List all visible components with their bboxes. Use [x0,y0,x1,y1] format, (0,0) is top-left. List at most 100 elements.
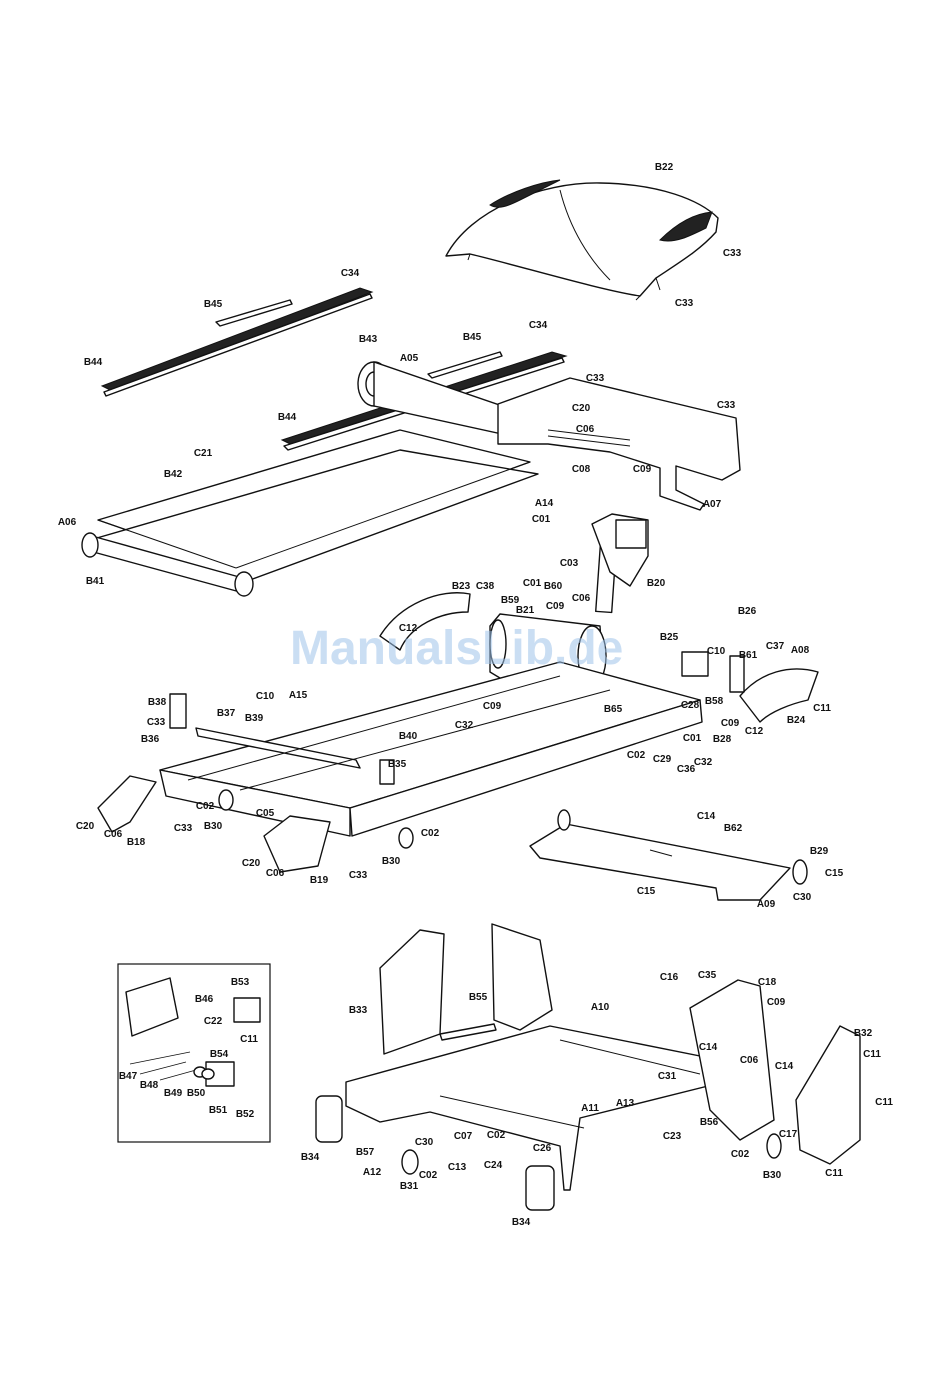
part-label-c20: C20 [572,403,591,414]
part-label-a05: A05 [400,353,419,364]
part-label-a07: A07 [703,499,722,510]
part-label-c05: C05 [256,808,275,819]
part-label-b28: B28 [713,734,732,745]
part-label-c14: C14 [699,1042,718,1053]
part-label-b35: B35 [388,759,407,770]
part-label-c09: C09 [633,464,652,475]
part-label-b18: B18 [127,837,146,848]
part-label-b30: B30 [382,856,401,867]
part-label-c32: C32 [455,720,474,731]
part-label-b38: B38 [148,697,167,708]
motor-base-plate [497,377,741,511]
part-label-c11: C11 [813,703,831,714]
part-label-c33: C33 [675,298,694,309]
part-label-b29: B29 [810,846,829,857]
part-label-c11: C11 [825,1168,843,1179]
part-label-c09: C09 [546,601,565,612]
part-label-c09: C09 [483,701,502,712]
part-label-a15: A15 [289,690,308,701]
part-label-b57: B57 [356,1147,375,1158]
part-label-b53: B53 [231,977,250,988]
part-label-b21: B21 [516,605,535,616]
part-label-b31: B31 [400,1181,419,1192]
part-label-b19: B19 [310,875,329,886]
part-label-c15: C15 [825,868,844,879]
part-label-b47: B47 [119,1071,138,1082]
part-label-c07: C07 [454,1131,473,1142]
part-label-c12: C12 [745,726,764,737]
part-label-c10: C10 [707,646,726,657]
watermark: ManualsLib.de [290,622,623,675]
rear-leg-tube [529,809,808,901]
part-label-b25: B25 [660,632,679,643]
part-label-c09: C09 [721,718,740,729]
part-label-a06: A06 [58,517,77,528]
part-label-a10: A10 [591,1002,610,1013]
part-label-b36: B36 [141,734,160,745]
main-frame [159,661,703,837]
part-label-c14: C14 [697,811,716,822]
part-label-c02: C02 [731,1149,750,1160]
part-label-c18: C18 [758,977,777,988]
part-label-b51: B51 [209,1105,228,1116]
part-label-c02: C02 [421,828,440,839]
part-label-b32: B32 [854,1028,873,1039]
part-label-c34: C34 [341,268,360,279]
part-label-c31: C31 [658,1071,677,1082]
part-label-c34: C34 [529,320,548,331]
part-label-c16: C16 [660,972,679,983]
part-label-c38: C38 [476,581,495,592]
part-label-c06: C06 [740,1055,759,1066]
part-label-b56: B56 [700,1117,719,1128]
part-label-c20: C20 [76,821,95,832]
part-label-b39: B39 [245,713,264,724]
part-label-c03: C03 [560,558,579,569]
part-label-b59: B59 [501,595,520,606]
part-label-c02: C02 [196,801,215,812]
part-label-b52: B52 [236,1109,255,1120]
part-label-c01: C01 [523,578,542,589]
part-label-b49: B49 [164,1088,183,1099]
part-label-c24: C24 [484,1160,503,1171]
part-label-c33: C33 [717,400,736,411]
part-label-a11: A11 [581,1103,599,1114]
part-label-c23: C23 [663,1131,682,1142]
part-label-a08: A08 [791,645,810,656]
part-label-c08: C08 [572,464,591,475]
part-label-b34: B34 [301,1152,320,1163]
part-label-c33: C33 [147,717,166,728]
part-label-c11: C11 [875,1097,893,1108]
part-label-b55: B55 [469,992,488,1003]
part-label-c01: C01 [683,733,702,744]
motor-hood [445,179,719,301]
part-label-c29: C29 [653,754,672,765]
part-label-c37: C37 [766,641,785,652]
part-label-b65: B65 [604,704,623,715]
part-label-c09: C09 [767,997,786,1008]
part-label-b40: B40 [399,731,418,742]
part-label-c06: C06 [576,424,595,435]
part-label-b61: B61 [739,650,758,661]
part-label-b23: B23 [452,581,471,592]
running-deck-and-belt [81,429,539,597]
part-label-c33: C33 [586,373,605,384]
part-label-c28: C28 [681,700,700,711]
part-label-c17: C17 [779,1129,798,1140]
part-label-b24: B24 [787,715,806,726]
part-label-b48: B48 [140,1080,159,1091]
part-label-c12: C12 [399,623,418,634]
part-label-c10: C10 [256,691,275,702]
guards [379,592,819,723]
part-label-b60: B60 [544,581,563,592]
part-label-c13: C13 [448,1162,467,1173]
part-label-a09: A09 [757,899,776,910]
part-label-c21: C21 [194,448,213,459]
part-label-c11: C11 [863,1049,881,1060]
part-label-b43: B43 [359,334,378,345]
part-label-c01: C01 [532,514,551,525]
part-labels: B22C33C33C34B45B44C34B45B43A05C33C33C20C… [58,162,894,1228]
part-label-c20: C20 [242,858,261,869]
part-label-b37: B37 [217,708,236,719]
part-label-b54: B54 [210,1049,229,1060]
